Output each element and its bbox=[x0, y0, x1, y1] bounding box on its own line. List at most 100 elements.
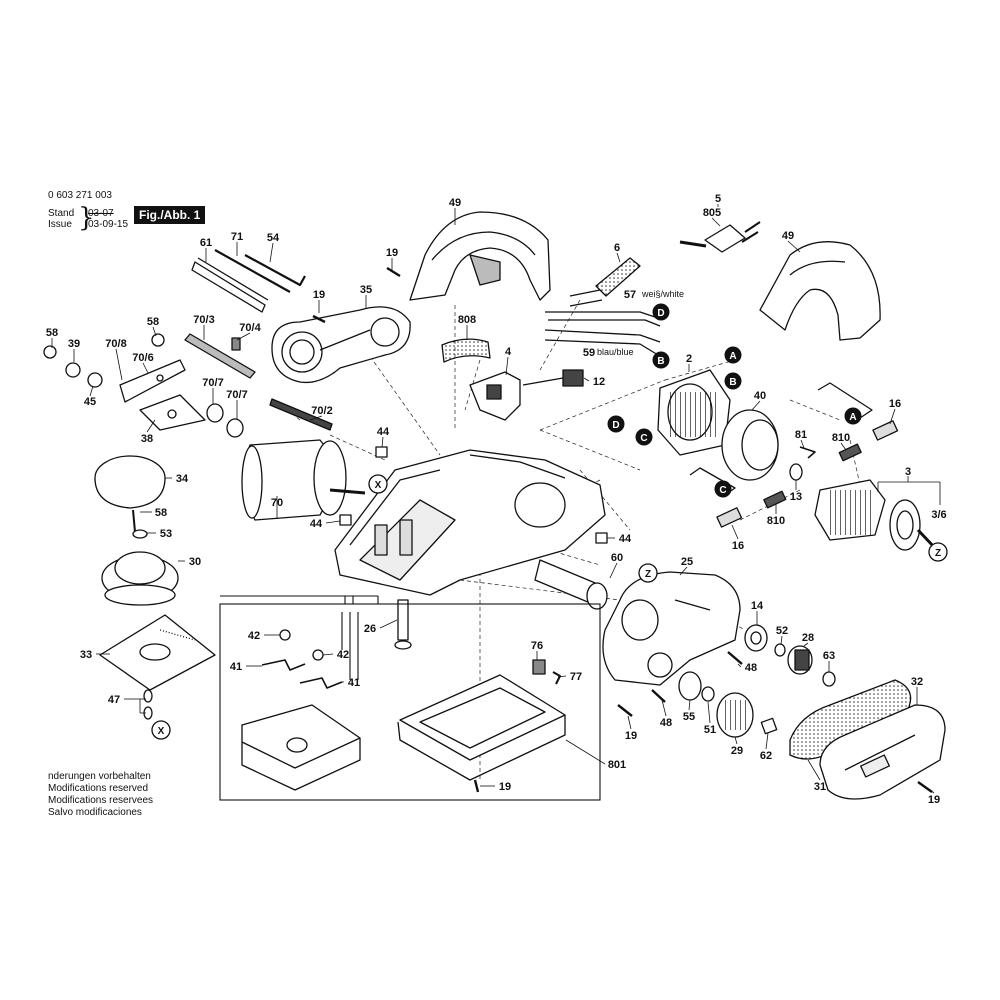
depth-scale-plate-part bbox=[99, 614, 216, 691]
connector-badge-circle bbox=[607, 415, 625, 433]
footer-note: Modifications reserved bbox=[48, 783, 149, 794]
assembly-frame bbox=[219, 595, 601, 801]
connector-badge-circle bbox=[714, 480, 732, 498]
side-rail-part bbox=[191, 257, 269, 313]
stator-part bbox=[657, 369, 731, 456]
part-callout: 70/6 bbox=[132, 352, 153, 364]
shaft-part bbox=[394, 599, 412, 650]
connector-badge-letter: C bbox=[719, 485, 726, 496]
part-callout: 70 bbox=[271, 497, 283, 509]
handle-cover-part bbox=[759, 241, 881, 341]
part-callout: 81 bbox=[795, 429, 807, 441]
part-callout: 14 bbox=[751, 600, 764, 612]
part-callout: 4 bbox=[505, 346, 512, 358]
connector-badge-circle bbox=[844, 407, 862, 425]
part-callout: 52 bbox=[776, 625, 788, 637]
part-callout: 42 bbox=[337, 649, 349, 661]
wire-part bbox=[544, 339, 659, 356]
part-callout: 26 bbox=[364, 623, 376, 635]
part-callout: 808 bbox=[458, 314, 476, 326]
part-callout: 810 bbox=[767, 515, 785, 527]
issue-value: 03-09-15 bbox=[88, 219, 129, 230]
part-callout: 42 bbox=[248, 630, 260, 642]
screw-part bbox=[617, 704, 633, 717]
part-callout: 41 bbox=[348, 677, 360, 689]
issue-label: Issue bbox=[48, 219, 72, 230]
wire-colour-label: blau/blue bbox=[597, 347, 634, 357]
rod-part bbox=[214, 249, 291, 293]
bearing-part bbox=[226, 418, 244, 438]
washer-part bbox=[65, 362, 81, 378]
part-callout: 19 bbox=[499, 781, 511, 793]
part-callout: 70/7 bbox=[202, 377, 223, 389]
screw-part bbox=[231, 337, 241, 351]
part-callout: 2 bbox=[686, 353, 692, 365]
part-callout: 31 bbox=[814, 781, 826, 793]
bracket-part bbox=[139, 394, 206, 431]
axis-marker-letter: Z bbox=[645, 569, 651, 580]
gear-housing-part bbox=[602, 571, 741, 686]
part-callout: 810 bbox=[832, 432, 850, 444]
footer-note: nderungen vorbehalten bbox=[48, 771, 151, 782]
stand-label: Stand bbox=[48, 208, 75, 219]
washer-part bbox=[774, 643, 786, 657]
carbon-brush-part bbox=[838, 443, 862, 462]
washer-part bbox=[789, 463, 803, 481]
axis-marker-circle bbox=[368, 474, 388, 494]
spring-part bbox=[299, 677, 343, 689]
part-callout: 57 bbox=[624, 289, 636, 301]
part-callout: 63 bbox=[823, 650, 835, 662]
connector-badge-letter: A bbox=[849, 412, 856, 423]
part-callout: 54 bbox=[267, 232, 280, 244]
screw-part bbox=[386, 266, 401, 278]
wire-part bbox=[545, 311, 659, 319]
part-callout: 30 bbox=[189, 556, 201, 568]
planer-blade-part bbox=[269, 398, 333, 431]
connector-badge-circle bbox=[724, 346, 742, 364]
part-callout: 801 bbox=[608, 759, 626, 771]
wire-part bbox=[544, 329, 661, 343]
part-callout: 49 bbox=[449, 197, 461, 209]
part-callout: 19 bbox=[313, 289, 325, 301]
depth-knob-part bbox=[94, 455, 166, 509]
belt-cover-part bbox=[819, 704, 946, 800]
part-callout: 51 bbox=[704, 724, 716, 736]
bearing-inner-part bbox=[750, 631, 762, 645]
part-callout: 70/4 bbox=[239, 322, 261, 334]
part-callout: 76 bbox=[531, 640, 543, 652]
brace-glyph: } bbox=[78, 203, 95, 233]
part-callout: 34 bbox=[176, 473, 189, 485]
screw-part bbox=[312, 649, 324, 661]
handle-cover-part bbox=[409, 211, 551, 301]
axis-marker-circle bbox=[928, 542, 948, 562]
part-callout: 62 bbox=[760, 750, 772, 762]
connector-badge-letter: B bbox=[657, 356, 664, 367]
stand-value: 03-07 bbox=[88, 208, 114, 219]
part-callout: 35 bbox=[360, 284, 372, 296]
clip-part bbox=[532, 659, 546, 675]
part-callout: 40 bbox=[754, 390, 766, 402]
axis-marker-circle bbox=[638, 563, 658, 583]
drive-gear-part bbox=[716, 692, 754, 738]
part-callout: 58 bbox=[46, 327, 58, 339]
connector-badge-circle bbox=[652, 351, 670, 369]
connector-badge-circle bbox=[652, 303, 670, 321]
adjust-plate-part bbox=[119, 359, 186, 403]
figure-label: Fig./Abb. 1 bbox=[134, 206, 206, 224]
part-callout: 25 bbox=[681, 556, 693, 568]
part-callout: 12 bbox=[593, 376, 605, 388]
part-callout: 53 bbox=[160, 528, 172, 540]
part-callout: 19 bbox=[386, 247, 398, 259]
sole-plate-part bbox=[397, 674, 566, 781]
connector-badge-letter: D bbox=[657, 308, 664, 319]
part-callout: 44 bbox=[310, 518, 323, 530]
carbon-brush-part bbox=[763, 490, 787, 509]
washer-part bbox=[701, 686, 715, 702]
power-cable-part bbox=[569, 257, 641, 307]
washer-part bbox=[132, 529, 148, 539]
spring-part bbox=[261, 659, 306, 671]
axis-marker-letter: X bbox=[375, 480, 382, 491]
